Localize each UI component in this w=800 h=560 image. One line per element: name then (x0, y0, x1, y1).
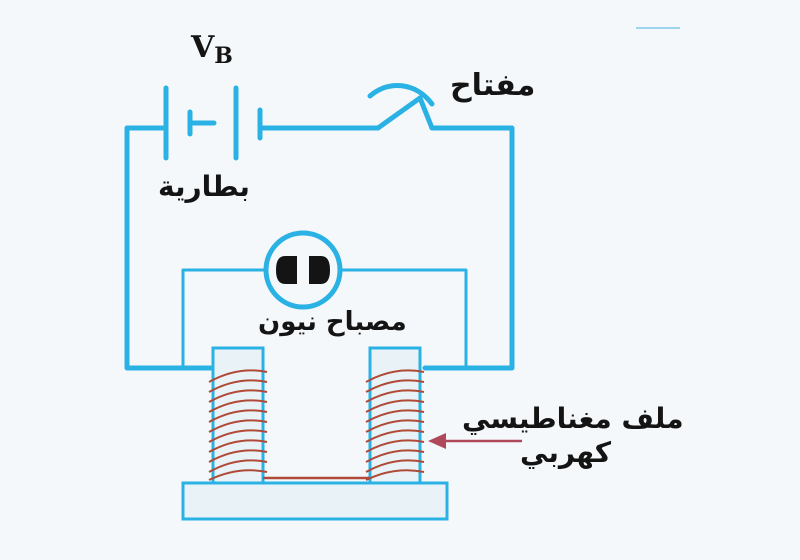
coil-label-line-2: كهربي (520, 436, 612, 469)
battery-label: بطارية (158, 170, 250, 203)
battery-symbol (163, 85, 263, 161)
neon-lamp-symbol (263, 230, 343, 310)
coil-pointer-arrow (428, 433, 522, 449)
switch-label: مفتاح (450, 68, 536, 103)
switch-symbol (367, 83, 435, 131)
coil-label-line-1: ملف مغناطيسي (462, 402, 684, 435)
coil-windings-right (365, 369, 425, 481)
neon-branch-wire (181, 268, 468, 368)
outer-circuit-wire-right (422, 125, 515, 371)
electromagnet-core (181, 346, 449, 521)
battery-voltage-label: VB (191, 30, 233, 69)
coil-windings-left (208, 369, 268, 481)
outer-circuit-wire (124, 125, 216, 371)
neon-lamp-label: مصباح نيون (258, 307, 407, 337)
